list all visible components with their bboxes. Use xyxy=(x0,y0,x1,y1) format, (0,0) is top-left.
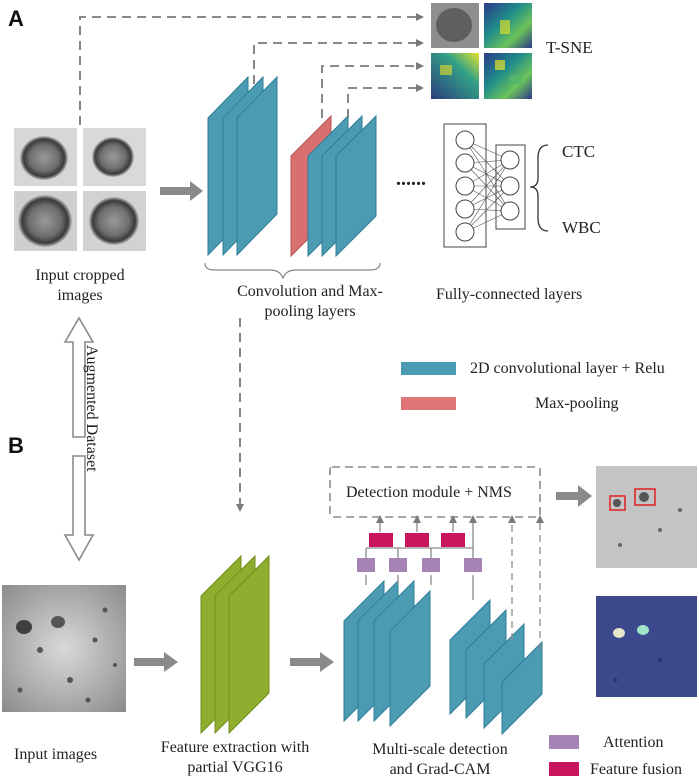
output-detection-image xyxy=(596,466,697,568)
fully-connected-network xyxy=(443,123,526,248)
panel-label-b: B xyxy=(8,433,24,458)
detection-module-label: Detection module + NMS xyxy=(346,484,512,501)
vgg-caption: Feature extraction with partial VGG16 xyxy=(135,738,335,778)
tsne-feature-maps xyxy=(431,3,532,99)
conv-caption-line2: pooling layers xyxy=(264,303,356,320)
multiscale-caption-line2: and Grad-CAM xyxy=(389,761,491,778)
tsne-label: T-SNE xyxy=(546,38,593,57)
vgg16-block xyxy=(200,554,270,735)
dashed-arrow-conv1-tsne xyxy=(253,39,424,84)
legend-fusion-swatch xyxy=(549,762,579,776)
legend-attention-swatch xyxy=(549,735,579,749)
arrow-input-to-vgg xyxy=(134,652,178,672)
conv-block-1 xyxy=(207,75,278,257)
input-images-caption: Input images xyxy=(14,746,98,763)
vgg-caption-line2: partial VGG16 xyxy=(187,759,283,776)
augmented-dataset-label: Augmented Dataset xyxy=(83,345,100,472)
class-brace xyxy=(529,144,549,232)
legend-conv-label: 2D convolutional layer + Relu xyxy=(470,360,665,377)
dashed-arrow-conv3-tsne xyxy=(347,84,424,118)
augmented-dataset-arrow xyxy=(63,316,95,562)
legend-maxpool-swatch xyxy=(401,397,456,410)
class-ctc: CTC xyxy=(562,142,596,161)
ellipsis: ...... xyxy=(396,168,426,190)
class-wbc: WBC xyxy=(562,218,601,237)
input-cropped-caption-line1: Input cropped xyxy=(35,267,125,284)
dashed-arrow-conv2-tsne xyxy=(321,62,424,118)
panel-label-a: A xyxy=(8,6,24,31)
fc-caption: Fully-connected layers xyxy=(436,286,583,303)
gradcam-image xyxy=(596,596,697,697)
vgg-caption-line1: Feature extraction with xyxy=(160,739,310,756)
legend-fusion-label: Feature fusion xyxy=(590,761,682,778)
multiscale-block-small xyxy=(449,598,543,736)
feature-fusion-modules xyxy=(369,533,465,547)
legend-attention-label: Attention xyxy=(603,734,664,751)
dashed-arrow-input-tsne xyxy=(79,13,424,125)
conv-block-2 xyxy=(290,114,377,258)
legend-conv-swatch xyxy=(401,362,456,375)
attention-modules xyxy=(357,558,482,572)
arrow-input-to-conv xyxy=(160,181,203,201)
input-cropped-images xyxy=(14,128,146,251)
conv-caption: Convolution and Max- pooling layers xyxy=(205,282,415,322)
conv-bracket xyxy=(204,262,381,280)
input-cropped-caption: Input cropped images xyxy=(10,266,150,306)
arrow-vgg-to-multiscale xyxy=(290,652,334,672)
multiscale-caption: Multi-scale detection and Grad-CAM xyxy=(345,740,535,779)
multiscale-block-large xyxy=(343,579,431,728)
multiscale-caption-line1: Multi-scale detection xyxy=(372,741,508,758)
attention-fusion-network xyxy=(365,515,544,650)
input-image-field xyxy=(2,585,126,712)
conv-caption-line1: Convolution and Max- xyxy=(237,283,383,300)
arrow-detection-to-output xyxy=(556,485,592,507)
legend-maxpool-label: Max-pooling xyxy=(535,395,619,412)
input-cropped-caption-line2: images xyxy=(57,287,103,304)
